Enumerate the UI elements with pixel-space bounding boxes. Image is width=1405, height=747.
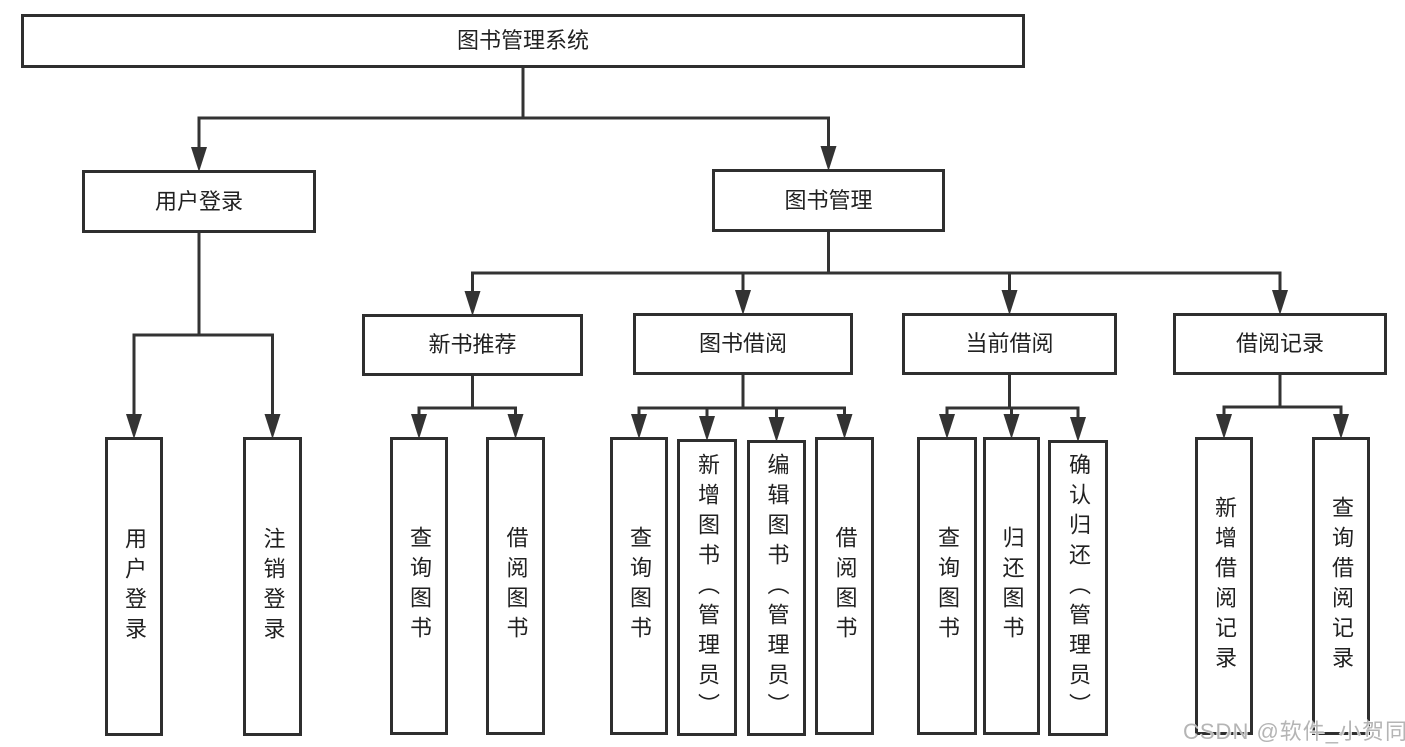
node-login-op-label: 用户登录 <box>122 526 147 647</box>
node-br-add-record-label: 新增借阅记录 <box>1212 496 1237 676</box>
node-logout-op-label: 注销登录 <box>260 526 286 647</box>
node-user-login: 用户登录 <box>82 170 316 233</box>
node-bb-borrow-book-label: 借阅图书 <box>832 526 858 646</box>
node-bb-edit-book: 编辑图书（管理员） <box>747 440 806 736</box>
node-borrow-record-label: 借阅记录 <box>1235 331 1324 357</box>
node-cb-confirm-return: 确认归还（管理员） <box>1048 440 1108 736</box>
watermark: CSDN @软件_小贺同学 <box>1183 719 1405 744</box>
node-br-add-record: 新增借阅记录 <box>1195 437 1253 735</box>
node-root-label: 图书管理系统 <box>456 28 589 54</box>
node-new-book-rec-label: 新书推荐 <box>428 332 517 358</box>
edge-new-book-rec <box>417 374 517 418</box>
arrowhead-icon <box>507 414 524 439</box>
edge-book-borrow <box>637 373 846 421</box>
arrowhead-icon <box>1216 414 1232 439</box>
node-br-query-record: 查询借阅记录 <box>1312 437 1370 735</box>
node-br-query-record-label: 查询借阅记录 <box>1329 496 1354 676</box>
node-current-borrow-label: 当前借阅 <box>965 331 1054 357</box>
arrowhead-icon <box>191 147 207 172</box>
arrowhead-icon <box>1003 414 1020 439</box>
arrowhead-icon <box>820 146 837 171</box>
arrowhead-icon <box>768 417 785 442</box>
node-root: 图书管理系统 <box>21 14 1025 68</box>
node-cb-query-book: 查询图书 <box>917 437 977 735</box>
edge-user-login <box>132 231 274 418</box>
arrowhead-icon <box>1333 414 1349 439</box>
arrowhead-icon <box>464 291 481 316</box>
node-bb-borrow-book: 借阅图书 <box>815 437 874 735</box>
node-borrow-record: 借阅记录 <box>1173 313 1387 375</box>
node-rec-query-book: 查询图书 <box>390 437 448 735</box>
node-bb-query-book: 查询图书 <box>610 437 668 735</box>
node-book-borrow: 图书借阅 <box>633 313 853 375</box>
arrowhead-icon <box>699 416 715 441</box>
node-logout-op: 注销登录 <box>243 437 302 736</box>
node-bb-edit-book-label: 编辑图书（管理员） <box>764 453 790 723</box>
node-cb-return-book: 归还图书 <box>983 437 1040 735</box>
node-book-mgmt: 图书管理 <box>712 169 945 232</box>
arrowhead-icon <box>411 414 427 439</box>
node-rec-query-book-label: 查询图书 <box>407 526 432 646</box>
node-cb-query-book-label: 查询图书 <box>935 526 960 646</box>
node-book-borrow-label: 图书借阅 <box>698 331 787 357</box>
arrowhead-icon <box>836 414 853 439</box>
edge-root <box>197 66 830 151</box>
node-bb-add-book: 新增图书（管理员） <box>677 439 737 736</box>
arrowhead-icon <box>631 414 647 439</box>
arrowhead-icon <box>126 414 142 439</box>
node-bb-query-book-label: 查询图书 <box>627 526 652 646</box>
edge-borrow-record <box>1222 373 1343 418</box>
node-rec-borrow-book: 借阅图书 <box>486 437 545 735</box>
arrowhead-icon <box>264 414 281 439</box>
node-login-op: 用户登录 <box>105 437 163 736</box>
arrowhead-icon <box>939 414 955 439</box>
node-cb-confirm-return-label: 确认归还（管理员） <box>1066 453 1091 723</box>
node-current-borrow: 当前借阅 <box>902 313 1117 375</box>
node-new-book-rec: 新书推荐 <box>362 314 583 376</box>
node-bb-add-book-label: 新增图书（管理员） <box>695 452 720 723</box>
edge-book-mgmt <box>471 230 1282 295</box>
node-rec-borrow-book-label: 借阅图书 <box>503 526 529 646</box>
node-cb-return-book-label: 归还图书 <box>999 526 1025 646</box>
arrowhead-icon <box>735 290 751 315</box>
node-book-mgmt-label: 图书管理 <box>784 187 873 213</box>
node-user-login-label: 用户登录 <box>154 188 243 214</box>
arrowhead-icon <box>1070 417 1086 442</box>
arrowhead-icon <box>1001 290 1018 315</box>
arrowhead-icon <box>1272 290 1288 315</box>
edge-current-borrow <box>945 373 1080 421</box>
